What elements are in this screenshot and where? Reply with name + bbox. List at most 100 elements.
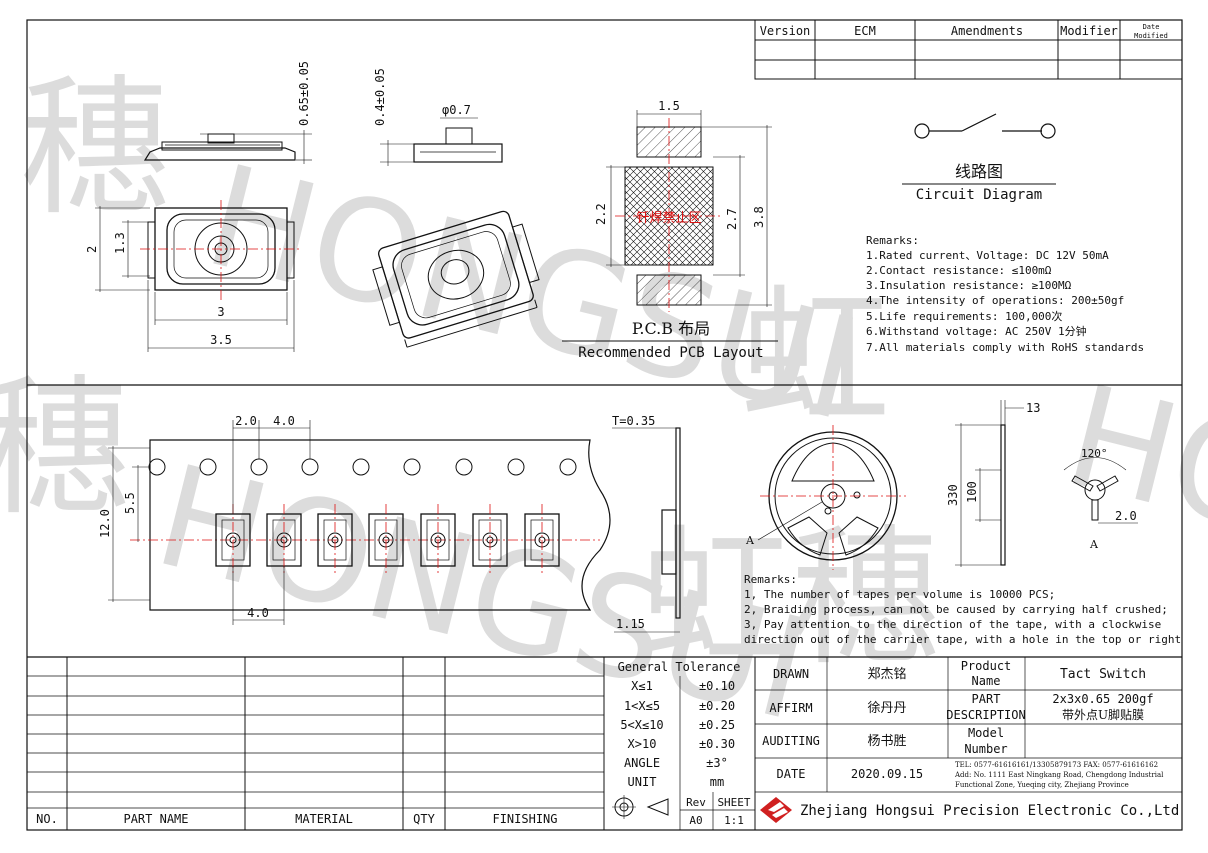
- tolerance-range: ANGLE: [624, 756, 660, 770]
- rev-header-version: Version: [760, 24, 811, 38]
- hub-marker-a: A: [1089, 538, 1099, 551]
- pcb-title-en: Recommended PCB Layout: [578, 345, 763, 361]
- tape-dim-offset: 5.5: [123, 492, 137, 514]
- revision-table: Version ECM Amendments Modifier Date Mod…: [754, 19, 1183, 80]
- bom-header-part-name: PART NAME: [123, 812, 188, 826]
- sheet-value: 1:1: [724, 814, 744, 827]
- approval-role: AFFIRM: [769, 701, 812, 715]
- pcb-dim-height-inner: 2.2: [594, 203, 608, 225]
- contact-line: Add: No. 1111 East Ningkang Road, Chengd…: [954, 771, 1164, 779]
- approval-name: 郑杰铭: [867, 667, 906, 682]
- spec-remarks: Remarks: 1.Rated current、Voltage: DC 12V…: [866, 234, 1144, 354]
- tolerance-table: General Tolerance X≤1 ±0.10 1<X≤5 ±0.20 …: [603, 657, 756, 830]
- tape-side-profile: T=0.35 1.15: [612, 414, 681, 633]
- company-name: Zhejiang Hongsui Precision Electronic Co…: [800, 803, 1179, 819]
- title-block: DRAWN 郑杰铭 AFFIRM 徐丹丹 AUDITING 杨书胜 DATE 2…: [755, 657, 1182, 793]
- sheet-label: SHEET: [717, 796, 750, 809]
- tolerance-value: ±0.10: [699, 679, 735, 693]
- spec-item: 4.The intensity of operations: 200±50gf: [866, 294, 1124, 307]
- product-name-label: Name: [972, 674, 1001, 688]
- side-view-1: 0.65±0.05: [143, 61, 312, 164]
- side-view-2: 0.4±0.05 φ0.7: [373, 68, 503, 166]
- rev-header-ecm: ECM: [854, 24, 876, 38]
- company-logo-icon: [760, 797, 792, 823]
- watermark-char: 虹: [740, 272, 890, 446]
- dim-height-2: 0.4±0.05: [373, 68, 387, 126]
- tape-remark-item: 1, The number of tapes per volume is 100…: [744, 588, 1055, 601]
- bom-table: NO. PART NAME MATERIAL QTY FINISHING: [27, 657, 604, 830]
- tape-remark-item: 2, Braiding process, can not be caused b…: [744, 603, 1168, 616]
- part-desc-label: PART: [972, 692, 1001, 706]
- watermark-char: 穗: [0, 362, 130, 536]
- tape-dim-hole-pitch: 2.0: [235, 414, 257, 428]
- pcb-keepout-note: 钎焊禁止区: [636, 210, 701, 226]
- rev-header-amendments: Amendments: [951, 24, 1023, 38]
- tape-remark-item: direction out of the carrier tape, with …: [744, 633, 1181, 646]
- tape-dim-width: 12.0: [98, 509, 112, 538]
- spec-item: 3.Insulation resistance: ≥100MΩ: [866, 279, 1072, 292]
- tolerance-range: 5<X≤10: [620, 718, 663, 732]
- approval-role: DRAWN: [773, 667, 809, 681]
- dim-diameter: φ0.7: [442, 103, 471, 117]
- rev-header-date: Date: [1143, 23, 1160, 31]
- spec-item: 1.Rated current、Voltage: DC 12V 50mA: [866, 249, 1109, 262]
- model-label: Model: [968, 726, 1004, 740]
- projection-symbol: [612, 795, 669, 819]
- bom-header-material: MATERIAL: [295, 812, 353, 826]
- tape-remarks: Remarks: 1, The number of tapes per volu…: [744, 573, 1181, 646]
- part-desc-label: DESCRIPTION: [946, 708, 1025, 722]
- bom-header-qty: QTY: [413, 812, 435, 826]
- dim-width-2: 1.3: [113, 232, 127, 254]
- model-label: Number: [964, 742, 1007, 756]
- sprocket-holes: [148, 458, 577, 476]
- spec-item: 5.Life requirements: 100,000次: [866, 309, 1062, 323]
- rev-value: A0: [689, 814, 702, 827]
- contact-line: TEL: 0577-61616161/13305879173 FAX: 0577…: [955, 761, 1158, 769]
- company-block: Zhejiang Hongsui Precision Electronic Co…: [760, 797, 1179, 823]
- isometric-view: [372, 210, 540, 348]
- tolerance-value: ±0.30: [699, 737, 735, 751]
- rev-header-modified: Modified: [1134, 32, 1168, 40]
- contact-line: Functional Zone, Yueqing city, Zhejiang …: [955, 781, 1129, 789]
- reel-dim-outer: 330: [946, 484, 960, 506]
- part-desc: 2x3x0.65 200gf: [1052, 692, 1153, 706]
- hub-dim-angle: 120°: [1081, 447, 1108, 460]
- approval-name: 徐丹丹: [867, 701, 906, 716]
- pcb-dim-width: 1.5: [658, 99, 680, 113]
- approval-name: 2020.09.15: [851, 767, 923, 781]
- tolerance-range: X≤1: [631, 679, 653, 693]
- reel-dim-hub: 100: [965, 481, 979, 503]
- hub-detail: 120° 2.0 A: [1063, 447, 1138, 551]
- pcb-layout: 钎焊禁止区 1.5 2.2 2.7 3.8 P.C.B 布局 Recommend…: [562, 99, 778, 361]
- bom-header-no: NO.: [36, 812, 58, 826]
- approval-name: 杨书胜: [867, 734, 906, 749]
- product-name-label: Product: [961, 659, 1012, 673]
- pcb-title-cn: P.C.B 布局: [632, 319, 710, 338]
- tolerance-range: 1<X≤5: [624, 699, 660, 713]
- tolerance-range: X>10: [628, 737, 657, 751]
- approval-role: AUDITING: [762, 734, 820, 748]
- spec-item: 7.All materials comply with RoHS standar…: [866, 341, 1144, 354]
- product-name: Tact Switch: [1060, 667, 1146, 682]
- tape-dim-bottom-pitch: 4.0: [247, 606, 269, 620]
- tolerance-value: ±0.25: [699, 718, 735, 732]
- carrier-tape: 2.0 4.0 12.0 5.5 4.0: [98, 414, 611, 625]
- tape-remarks-title: Remarks:: [744, 573, 797, 586]
- top-view: 2 1.3 3 3.5: [85, 200, 302, 352]
- tolerance-value: mm: [710, 775, 724, 789]
- reel-side: 330 100 13: [946, 400, 1040, 567]
- spec-item: 2.Contact resistance: ≤100mΩ: [866, 264, 1052, 277]
- reel-view: A: [745, 425, 906, 570]
- pcb-dim-height-total: 3.8: [752, 206, 766, 228]
- circuit-diagram: 线路图 Circuit Diagram: [902, 113, 1056, 203]
- tape-dim-thickness: T=0.35: [612, 414, 655, 428]
- approval-role: DATE: [777, 767, 806, 781]
- dim-length-2: 3.5: [210, 333, 232, 347]
- tape-dim-depth: 1.15: [616, 617, 645, 631]
- rev-header-modifier: Modifier: [1060, 24, 1118, 38]
- tolerance-range: UNIT: [628, 775, 657, 789]
- reel-dim-width: 13: [1026, 401, 1040, 415]
- dim-length: 3: [217, 305, 224, 319]
- tape-pockets: [215, 504, 560, 576]
- tolerance-title: General Tolerance: [618, 660, 741, 674]
